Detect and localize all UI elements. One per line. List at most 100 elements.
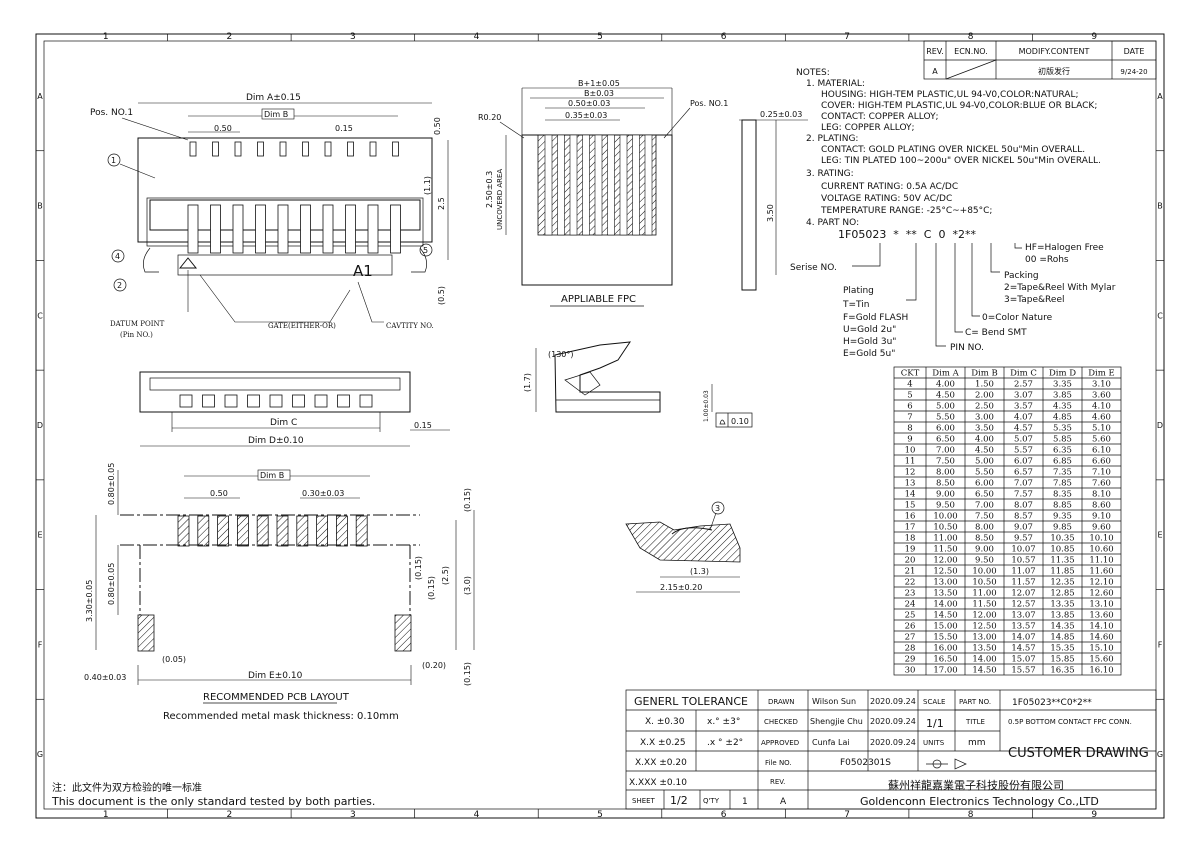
dim-table-cell: 13.00 — [972, 633, 996, 643]
dim-table-cell: 13.50 — [933, 589, 957, 599]
dim-table-header: Dim A — [932, 369, 959, 379]
pcb-layout-title: RECOMMENDED PCB LAYOUT — [203, 692, 350, 703]
drawn-name: Wilson Sun — [812, 697, 856, 706]
fpc-b1-label: B+1±0.05 — [578, 79, 620, 88]
pcb-040-label: 0.40±0.03 — [84, 673, 126, 682]
dim-015-label: 0.15 — [335, 124, 353, 133]
datum-point-label: DATUM POINT — [110, 320, 165, 328]
dim-table-cell: 7.50 — [936, 457, 955, 467]
column-marker: 6 — [721, 32, 727, 42]
dim-table-cell: 20 — [905, 556, 916, 566]
row-marker: B — [37, 202, 43, 211]
notes-heading: NOTES: — [796, 68, 830, 78]
rev-value: A — [780, 797, 787, 807]
dim-table-cell: 24 — [905, 600, 916, 610]
dim-table-cell: 6.57 — [1014, 468, 1033, 478]
dim-table-cell: 10.50 — [933, 523, 957, 533]
note-line: LEG: COPPER ALLOY; — [821, 123, 915, 133]
file-no-label: File NO. — [765, 759, 792, 767]
dim-table-cell: 5.10 — [1092, 424, 1111, 434]
dim-table-cell: 8.07 — [1014, 501, 1033, 511]
plating-option: H=Gold 3u" — [843, 337, 896, 347]
dim-table-cell: 6.00 — [936, 424, 955, 434]
part-number-code: 1F05023 * ** C 0 *2** — [838, 228, 976, 241]
open-angle-label: (130°) — [548, 350, 574, 359]
drawn-label: DRAWN — [768, 698, 795, 706]
dim-table-cell: 9 — [907, 435, 912, 445]
pos-no1-label: Pos. NO.1 — [90, 108, 133, 118]
dim-table-cell: 30 — [905, 666, 916, 676]
dim-table-cell: 6.50 — [975, 490, 994, 500]
dim-table-cell: 9.07 — [1014, 523, 1033, 533]
dim-table-cell: 5.50 — [936, 413, 955, 423]
sheet-value: 1/2 — [670, 794, 688, 807]
footnote-cn: 注：此文件为双方检验的唯一标准 — [52, 781, 202, 794]
bend-label: C= Bend SMT — [965, 328, 1027, 338]
units-value: mm — [968, 738, 986, 748]
dim-table-cell: 8.85 — [1053, 501, 1072, 511]
notes-block: NOTES: 1. MATERIAL: HOUSING: HIGH-TEM PL… — [796, 68, 1101, 228]
dim-table-cell: 17 — [905, 523, 916, 533]
pcb-080a-label: 0.80±0.05 — [107, 463, 116, 505]
dim-table-cell: 16.10 — [1089, 666, 1113, 676]
pcb-dim-e-label: Dim E±0.10 — [248, 671, 303, 681]
note-line: 2. PLATING: — [806, 134, 858, 144]
note-line: TEMPERATURE RANGE: -25°C~+85°C; — [820, 206, 992, 216]
dim-table-cell: 8.00 — [936, 468, 955, 478]
dim-table-cell: 4.10 — [1092, 402, 1111, 412]
dim-table-cell: 5.57 — [1014, 446, 1033, 456]
dim-table-cell: 16.35 — [1050, 666, 1074, 676]
dim-table-cell: 6.07 — [1014, 457, 1033, 467]
dim-table-cell: 8.10 — [1092, 490, 1111, 500]
dim-table-cell: 10.57 — [1011, 556, 1035, 566]
front-view: Dim C Dim D±0.10 0.15 — [139, 371, 450, 447]
company-name-en: Goldenconn Electronics Technology Co.,LT… — [860, 795, 1099, 808]
dim-table-cell: 6.50 — [936, 435, 955, 445]
dim-table-cell: 3.60 — [1092, 391, 1111, 401]
dim-table-cell: 21 — [905, 567, 916, 577]
dim-table-cell: 4 — [907, 380, 912, 390]
dim-table-cell: 14.07 — [1011, 633, 1035, 643]
note-line: 4. PART NO: — [806, 218, 859, 228]
packing-option: 3=Tape&Reel — [1004, 295, 1064, 305]
dim-table-cell: 5.00 — [936, 402, 955, 412]
dim-table-cell: 3.10 — [1092, 380, 1111, 390]
dim-table-cell: 3.07 — [1014, 391, 1033, 401]
dim-table-cell: 29 — [905, 655, 916, 665]
dim-table-cell: 8.00 — [975, 523, 994, 533]
dim-table-cell: 4.85 — [1053, 413, 1072, 423]
column-marker: 2 — [226, 810, 232, 820]
date-value: 9/24-20 — [1120, 68, 1147, 76]
dim-table-cell: 11.10 — [1089, 556, 1113, 566]
dim-table-cell: 10.00 — [933, 512, 957, 522]
dim-table-header: Dim E — [1088, 369, 1115, 379]
title-block: GENERL TOLERANCE X. ±0.30 X.X ±0.25 X.XX… — [625, 689, 1157, 810]
dim-table-cell: 12.50 — [972, 622, 996, 632]
dim-table-cell: 28 — [905, 644, 916, 654]
column-marker: 1 — [103, 32, 109, 42]
column-marker: 3 — [350, 32, 356, 42]
dim-table-cell: 4.50 — [975, 446, 994, 456]
flatness-value: 0.10 — [731, 417, 749, 426]
dim-table-cell: 11.50 — [972, 600, 996, 610]
pcb-330-label: 3.30±0.05 — [85, 580, 94, 622]
dim-table-cell: 17.00 — [933, 666, 957, 676]
dim-table-cell: 4.57 — [1014, 424, 1033, 434]
dim-table-cell: 10.10 — [1089, 534, 1113, 544]
dim-table-cell: 9.57 — [1014, 534, 1033, 544]
dim-table-cell: 10.50 — [972, 578, 996, 588]
dim-table-cell: 3.57 — [1014, 402, 1033, 412]
company-name-cn: 蘇州祥龍嘉業電子科技股份有限公司 — [888, 778, 1064, 792]
row-marker: D — [1157, 421, 1163, 430]
dim-table-cell: 2.50 — [975, 402, 994, 412]
dim-table-cell: 13.00 — [933, 578, 957, 588]
row-marker: C — [37, 311, 43, 320]
pcb-005-label: (0.05) — [162, 655, 186, 664]
dim-table-cell: 22 — [905, 578, 916, 588]
row-marker: G — [37, 750, 43, 759]
dim-table-cell: 9.00 — [975, 545, 994, 555]
column-marker: 7 — [844, 32, 850, 42]
